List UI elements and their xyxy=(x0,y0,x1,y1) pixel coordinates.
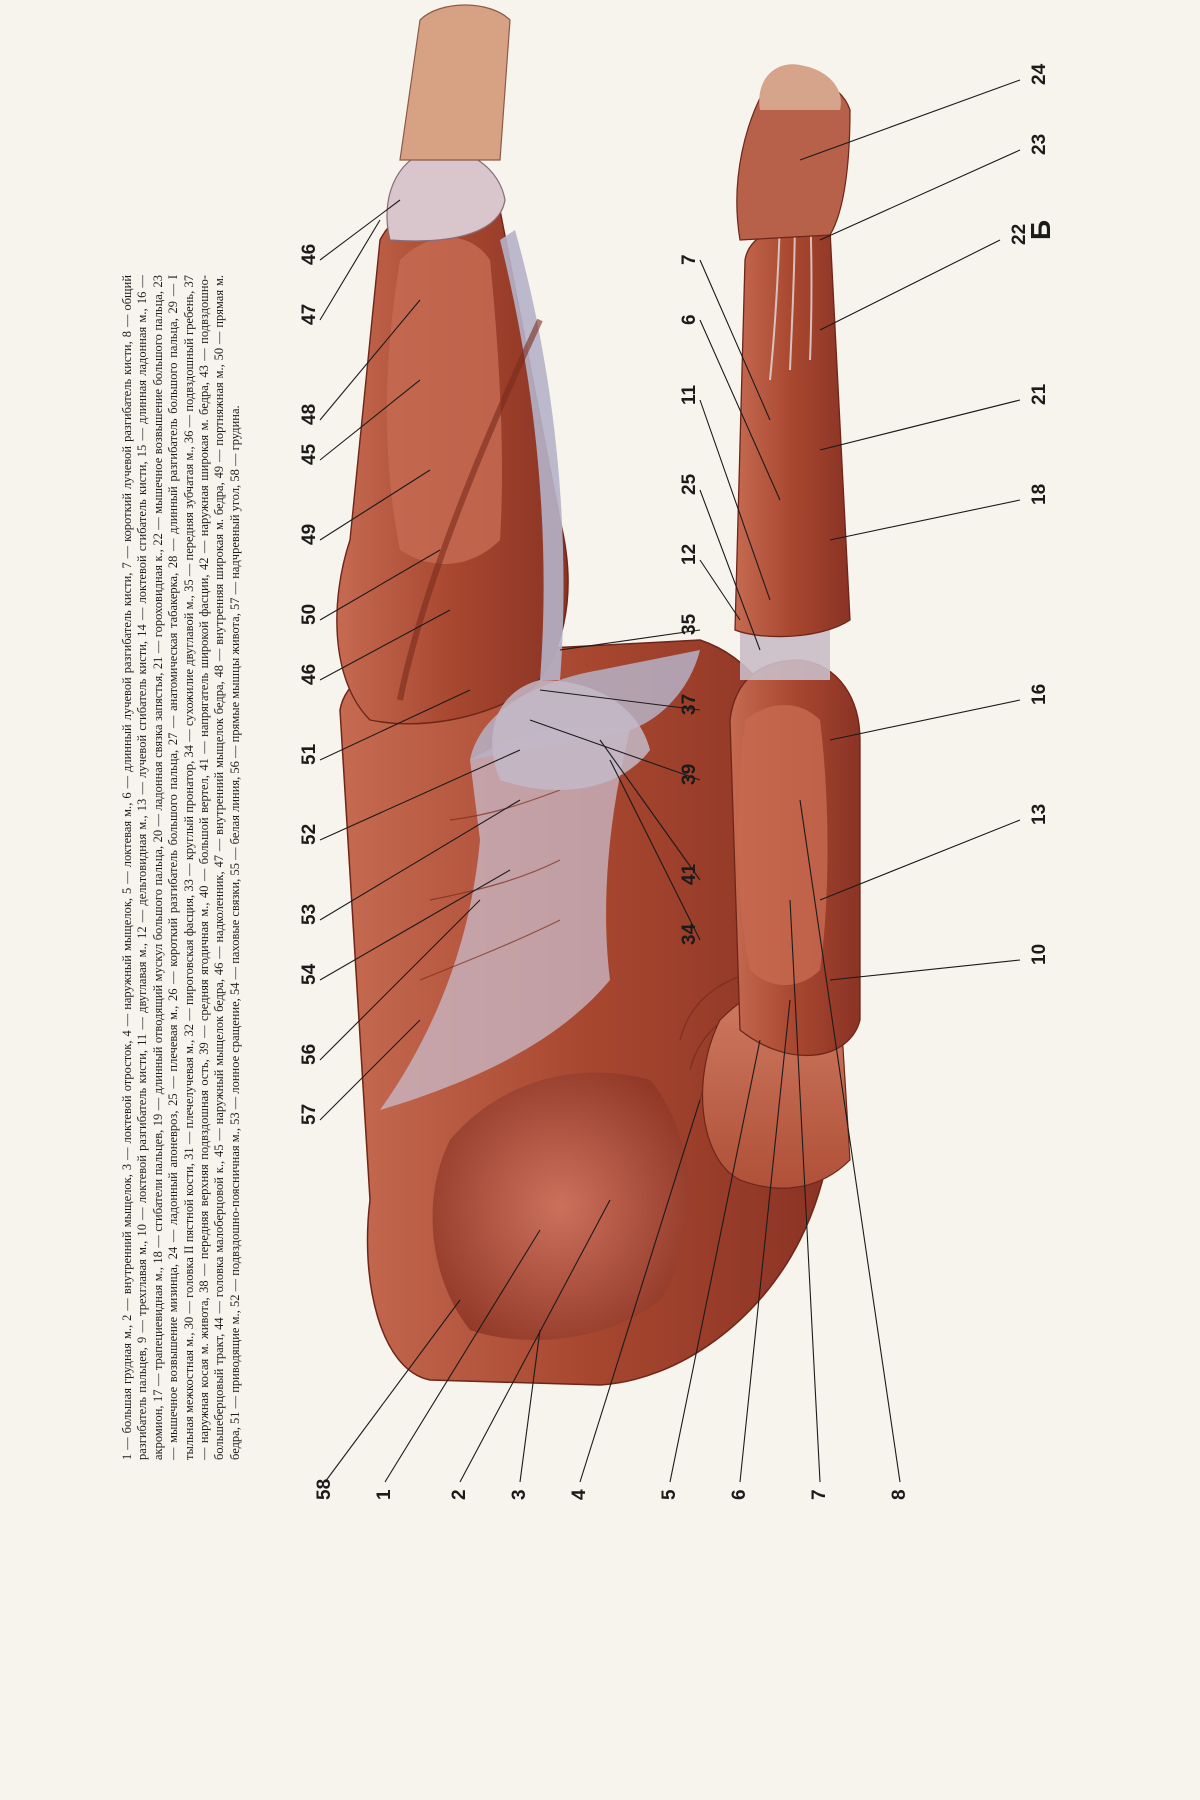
label-48: 48 xyxy=(299,404,320,425)
label-50: 50 xyxy=(299,604,320,625)
label-41: 41 xyxy=(679,863,700,885)
label-45: 45 xyxy=(299,443,320,465)
label-7: 7 xyxy=(809,1489,830,1500)
label-1: 1 xyxy=(374,1489,395,1500)
label-23: 23 xyxy=(1029,134,1050,155)
label-53: 53 xyxy=(299,904,320,925)
figure-letter: Б xyxy=(1025,219,1056,240)
label-57: 57 xyxy=(299,1104,320,1125)
label-8: 8 xyxy=(889,1489,910,1500)
label-21: 21 xyxy=(1029,383,1050,405)
leader-lines xyxy=(319,79,1021,1483)
label-37: 37 xyxy=(679,694,700,715)
knuckle-shape xyxy=(759,64,841,110)
label-54: 54 xyxy=(299,963,320,985)
sartorius-shape xyxy=(397,318,543,701)
biceps-shape xyxy=(738,705,828,985)
label-5: 5 xyxy=(659,1489,680,1500)
label-52: 52 xyxy=(299,824,320,845)
knee-shape xyxy=(386,148,506,242)
label-10: 10 xyxy=(1029,944,1050,965)
label-39: 39 xyxy=(679,764,700,785)
label-12: 12 xyxy=(679,544,700,565)
label-25: 25 xyxy=(679,473,700,495)
label-11: 11 xyxy=(679,384,700,405)
label-6b: 6 xyxy=(679,314,700,325)
lower-leg-shape xyxy=(399,4,511,161)
label-16: 16 xyxy=(1029,684,1050,705)
label-46b: 46 xyxy=(299,244,320,265)
label-35: 35 xyxy=(679,613,700,635)
label-58: 58 xyxy=(314,1479,335,1500)
label-56: 56 xyxy=(299,1044,320,1065)
label-13: 13 xyxy=(1029,804,1050,825)
linea-alba-shape xyxy=(380,726,630,1110)
figure-labels: 58 1 2 3 4 5 6 7 8 22 21 18 16 13 10 23 xyxy=(299,63,1050,1500)
vastus-shape xyxy=(386,237,502,564)
label-18: 18 xyxy=(1029,484,1050,505)
label-3: 3 xyxy=(509,1489,530,1500)
label-22: 22 xyxy=(1009,224,1030,245)
label-51: 51 xyxy=(299,743,320,765)
pectoral-shape xyxy=(432,1072,689,1340)
label-4: 4 xyxy=(569,1489,590,1500)
label-7b: 7 xyxy=(679,254,700,265)
label-24: 24 xyxy=(1029,63,1050,85)
label-34: 34 xyxy=(679,923,700,945)
label-49: 49 xyxy=(299,524,320,545)
label-46: 46 xyxy=(299,664,320,685)
iliotibial-tract-shape xyxy=(500,230,564,680)
label-47: 47 xyxy=(299,304,320,325)
label-6: 6 xyxy=(729,1489,750,1500)
label-2: 2 xyxy=(449,1489,470,1500)
